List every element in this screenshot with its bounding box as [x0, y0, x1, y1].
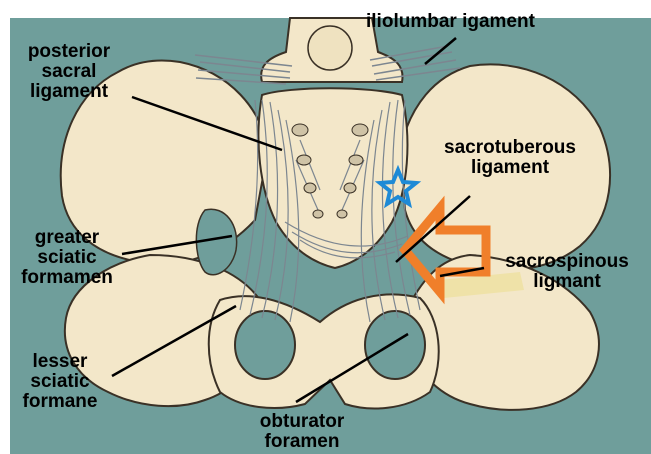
label-line: ligmant: [486, 272, 648, 292]
label-lesser-sciatic-foramen: lesser sciatic formane: [14, 352, 106, 412]
label-line: formane: [14, 392, 106, 412]
label-line: ligament: [420, 158, 600, 178]
label-line: lesser: [14, 352, 106, 372]
label-line: obturator: [236, 412, 368, 432]
label-greater-sciatic-foramen: greater sciatic formamen: [8, 228, 126, 288]
spinous-process: [308, 26, 352, 70]
label-line: sacral: [14, 62, 124, 82]
label-iliolumbar-ligament: iliolumbar igament: [366, 12, 535, 32]
label-line: posterior: [14, 42, 124, 62]
label-posterior-sacral-ligament: posterior sacral ligament: [14, 42, 124, 102]
label-line: ligament: [14, 82, 124, 102]
right-obturator-foramen: [365, 311, 425, 379]
label-line: greater: [8, 228, 126, 248]
label-obturator-foramen: obturator foramen: [236, 412, 368, 452]
label-line: sacrospinous: [486, 252, 648, 272]
label-line: foramen: [236, 432, 368, 452]
label-line: sacrotuberous: [420, 138, 600, 158]
label-sacrotuberous-ligament: sacrotuberous ligament: [420, 138, 600, 178]
label-line: formamen: [8, 268, 126, 288]
label-line: sciatic: [14, 372, 106, 392]
label-line: sciatic: [8, 248, 126, 268]
left-obturator-foramen: [235, 311, 295, 379]
label-sacrospinous-ligament: sacrospinous ligmant: [486, 252, 648, 292]
